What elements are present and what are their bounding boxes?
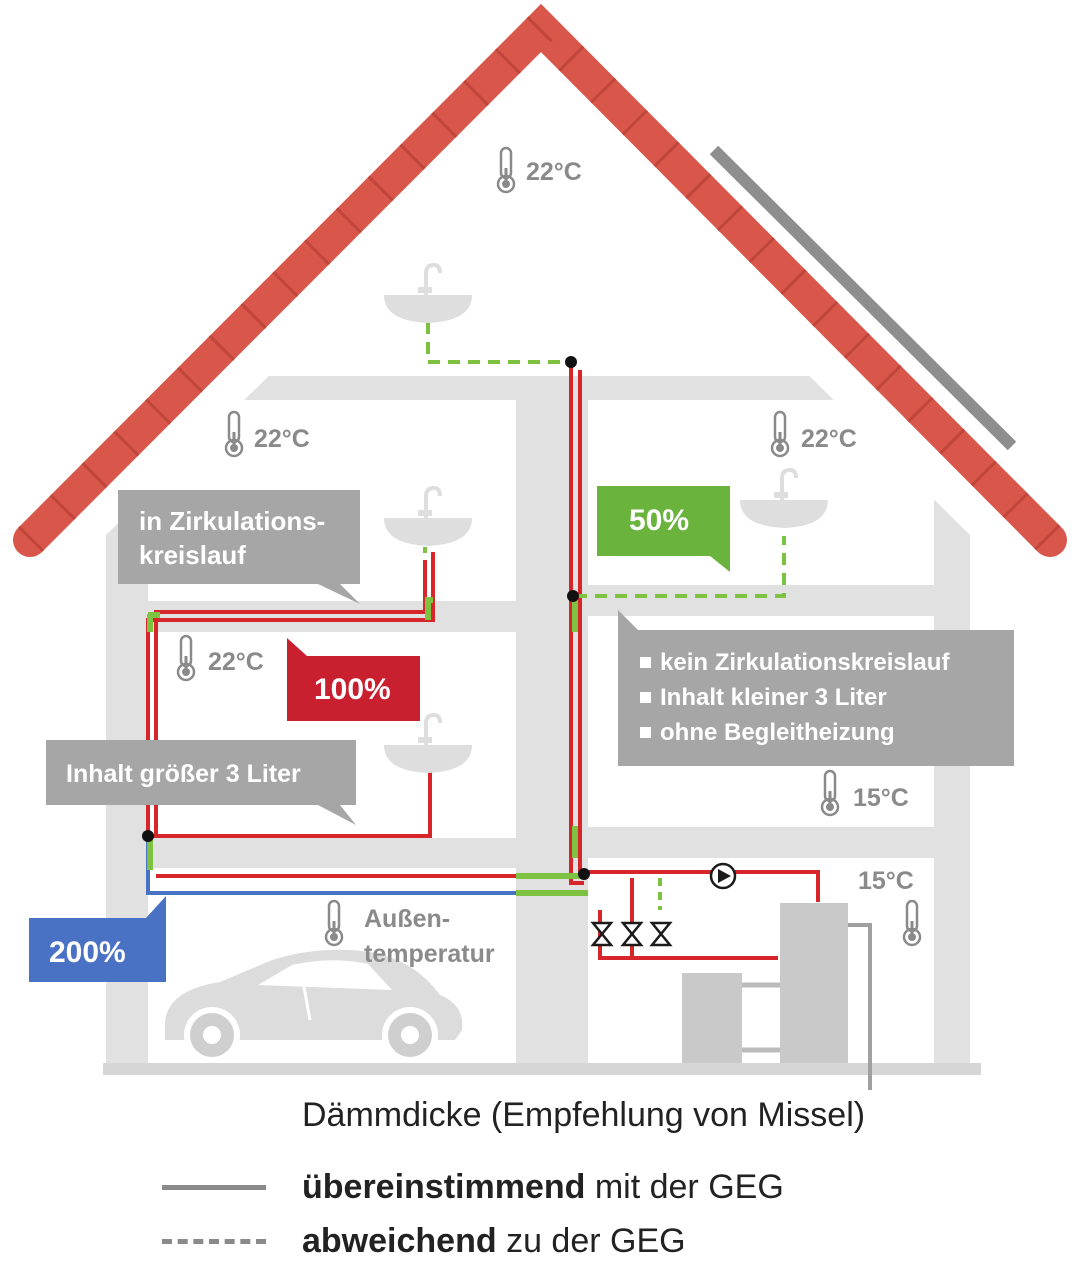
legend-dashed-bold: abweichend [302, 1221, 497, 1260]
outside-label-line2: temperatur [364, 940, 495, 968]
callout-50-percent: 50% [597, 486, 730, 572]
ground-line [103, 1063, 981, 1075]
temp-right-middle: 15°C [853, 784, 909, 812]
heater-unit [682, 973, 742, 1063]
legend-solid-bold: übereinstimmend [302, 1167, 586, 1206]
callout-200-text: 200% [49, 936, 126, 969]
legend-solid-line [162, 1184, 266, 1190]
callout-content-large-text: Inhalt größer 3 Liter [66, 760, 301, 788]
condition-item-2: Inhalt kleiner 3 Liter [660, 684, 887, 711]
condition-item-1: kein Zirkulationskreislauf [660, 649, 950, 676]
branch-100 [148, 752, 432, 838]
temp-cellar: 15°C [858, 867, 914, 895]
callout-conditions: kein Zirkulationskreislauf Inhalt kleine… [618, 610, 1014, 766]
legend-row-solid: übereinstimmend mit der GEG [162, 1162, 784, 1212]
temp-left-upper: 22°C [254, 425, 310, 453]
condition-item-3: ohne Begleitheizung [660, 719, 895, 746]
legend-dashed-text: abweichend zu der GEG [302, 1222, 686, 1261]
boiler-equipment [682, 903, 872, 1090]
circulation-loop-inner [154, 560, 427, 838]
solar-panel [709, 145, 1017, 451]
riser-outer [569, 362, 584, 885]
insulation-segments [147, 597, 588, 896]
callout-50-text: 50% [629, 504, 689, 537]
callout-100-percent: 100% [287, 638, 420, 721]
storage-tank [780, 903, 848, 1063]
pipes [146, 322, 820, 960]
temp-attic: 22°C [526, 158, 582, 186]
circulation-loop-outer [146, 552, 435, 838]
temp-left-middle: 22°C [208, 648, 264, 676]
legend-dashed-rest: zu der GEG [506, 1221, 686, 1260]
legend-solid-text: übereinstimmend mit der GEG [302, 1168, 784, 1207]
cellar-manifold [580, 870, 820, 902]
legend-title: Dämmdicke (Empfehlung von Missel) [302, 1096, 866, 1134]
cellar-room [588, 858, 934, 1065]
right-upper-branch-dashed [575, 536, 786, 598]
legend-solid-rest: mit der GEG [594, 1167, 784, 1206]
callout-circulation-line1: in Zirkulations- [139, 506, 325, 536]
legend-row-dashed: abweichend zu der GEG [162, 1216, 686, 1266]
legend-dashed-line [162, 1238, 266, 1244]
callout-content-large: Inhalt größer 3 Liter [46, 740, 356, 825]
callout-circulation: in Zirkulations- kreislauf [118, 490, 360, 604]
temp-right-upper: 22°C [801, 425, 857, 453]
roof [13, 3, 1067, 557]
pump-icon [709, 862, 737, 890]
callout-circulation-line2: kreislauf [139, 540, 246, 570]
callout-100-text: 100% [314, 673, 391, 706]
car-icon [165, 949, 463, 1063]
junction-dots [142, 356, 590, 880]
attic-branch-dashed [426, 322, 571, 364]
callout-200-percent: 200% [29, 896, 166, 982]
outside-label-line1: Außen- [364, 905, 450, 933]
